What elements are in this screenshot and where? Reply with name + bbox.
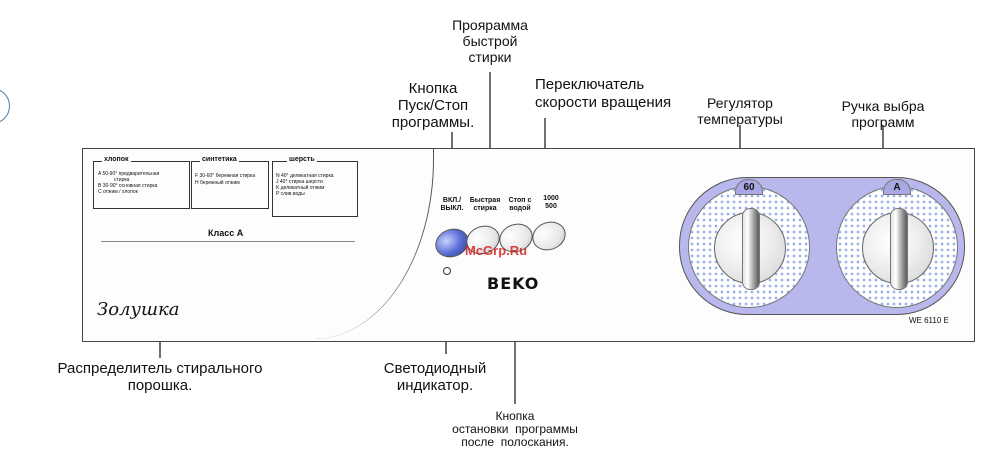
btn-power-label: ВКЛ./ ВЫКЛ. <box>440 197 464 212</box>
temperature-dial: 60 <box>688 179 810 308</box>
label-program-knob: Ручка выбра программ <box>841 98 925 130</box>
box-wool-line: P слив воды <box>276 191 305 197</box>
temperature-knob-grip <box>742 208 760 290</box>
btn-spin-label: 1000 500 <box>543 195 559 210</box>
brand-script: Золушка <box>97 299 180 320</box>
label-powder-dispenser: Распределитель стирального порошка. <box>57 360 263 394</box>
program-marker: A <box>883 179 911 195</box>
box-synthetic-title: синтетика <box>200 156 239 163</box>
box-synthetic-line: F 30-60° бережная стирка <box>195 173 256 179</box>
box-synthetic-line: H бережный отжим <box>195 180 240 186</box>
box-wool-title: шерсть <box>287 156 317 163</box>
box-wool-line: J 40° стирка шерсти <box>276 179 323 185</box>
box-cotton-line: стирка <box>114 177 130 183</box>
program-box-wool: шерсть N 40° деликатная стирка J 40° сти… <box>272 156 358 217</box>
btn-rinse-stop-label: Стоп с водой <box>508 197 532 212</box>
label-quick-program: Проярамма быстрой стирки <box>452 17 528 65</box>
box-wool-line: N 40° деликатная стирка <box>276 173 334 179</box>
label-temp-regulator: Регулятор температуры <box>697 95 783 127</box>
beko-logo: BEKO <box>487 274 540 293</box>
model-label: WE 6110 E <box>909 316 949 325</box>
program-box-synthetic: синтетика F 30-60° бережная стирка H бер… <box>191 156 269 209</box>
program-box-cotton: хлопок A 50-90° предварительная стирка B… <box>93 156 190 209</box>
box-cotton-line: B 30-90° основная стирка <box>98 183 158 189</box>
spin-speed-button[interactable] <box>528 217 570 255</box>
label-spin-switch: Переключатель скорости вращения <box>535 76 672 111</box>
box-cotton-line: A 50-90° предварительная <box>98 171 160 177</box>
program-dial: A <box>836 179 958 308</box>
label-rinse-stop-button: Кнопка остановки программы после полоска… <box>452 409 578 449</box>
led-indicator <box>443 267 451 275</box>
control-panel: хлопок A 50-90° предварительная стирка B… <box>82 148 975 342</box>
label-start-stop: Кнопка Пуск/Стоп программы. <box>391 80 475 131</box>
class-label: Класс А <box>208 228 244 238</box>
box-cotton-title: хлопок <box>102 156 131 163</box>
label-led-indicator: Светодиодный индикатор. <box>383 360 487 394</box>
btn-quick-label: Быстрая стирка <box>469 197 501 212</box>
temperature-marker: 60 <box>735 179 763 195</box>
knob-zone: 60 A <box>679 177 965 315</box>
divider-line <box>101 241 355 242</box>
box-wool-line: K деликатный отжим <box>276 185 325 191</box>
program-knob-grip <box>890 208 908 290</box>
program-knob[interactable] <box>862 208 934 290</box>
box-cotton-line: C отжим / хлопок <box>98 189 138 195</box>
temperature-knob[interactable] <box>714 208 786 290</box>
watermark: McGrp.Ru <box>465 243 528 258</box>
